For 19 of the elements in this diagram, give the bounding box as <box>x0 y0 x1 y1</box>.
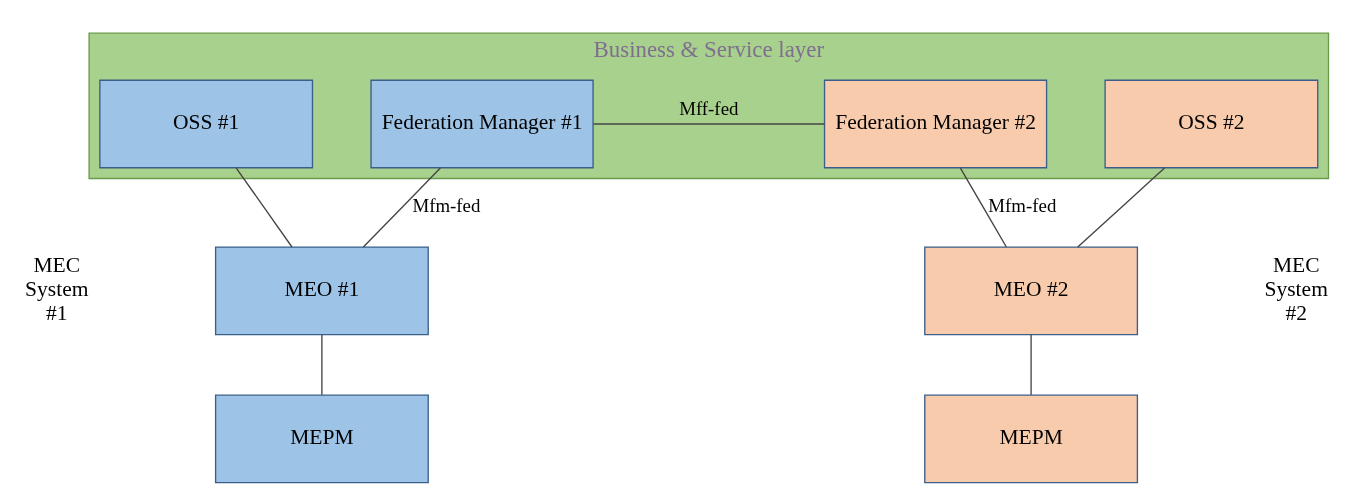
node-box: MEPM <box>924 393 1139 483</box>
edge-label: Mff-fed <box>679 97 739 119</box>
node-box: OSS #2 <box>1104 79 1319 168</box>
node-box: MEPM <box>214 393 429 483</box>
node-box: OSS #1 <box>99 79 314 168</box>
label: MEC System #1 <box>25 252 89 325</box>
node-box: Federation Manager #1 <box>370 79 594 168</box>
connector <box>362 166 442 248</box>
node-box: Federation Manager #2 <box>823 79 1048 168</box>
node-box: MEO #1 <box>214 245 429 335</box>
connector <box>235 166 293 248</box>
edge-label: Mfm-fed <box>988 194 1057 216</box>
connector <box>321 333 323 395</box>
node-box: MEO #2 <box>924 245 1139 335</box>
label: MEC System #2 <box>1264 252 1328 325</box>
connector <box>592 122 826 125</box>
connector <box>959 166 1008 248</box>
edge-label: Mfm-fed <box>412 194 481 216</box>
connector <box>1030 333 1032 395</box>
